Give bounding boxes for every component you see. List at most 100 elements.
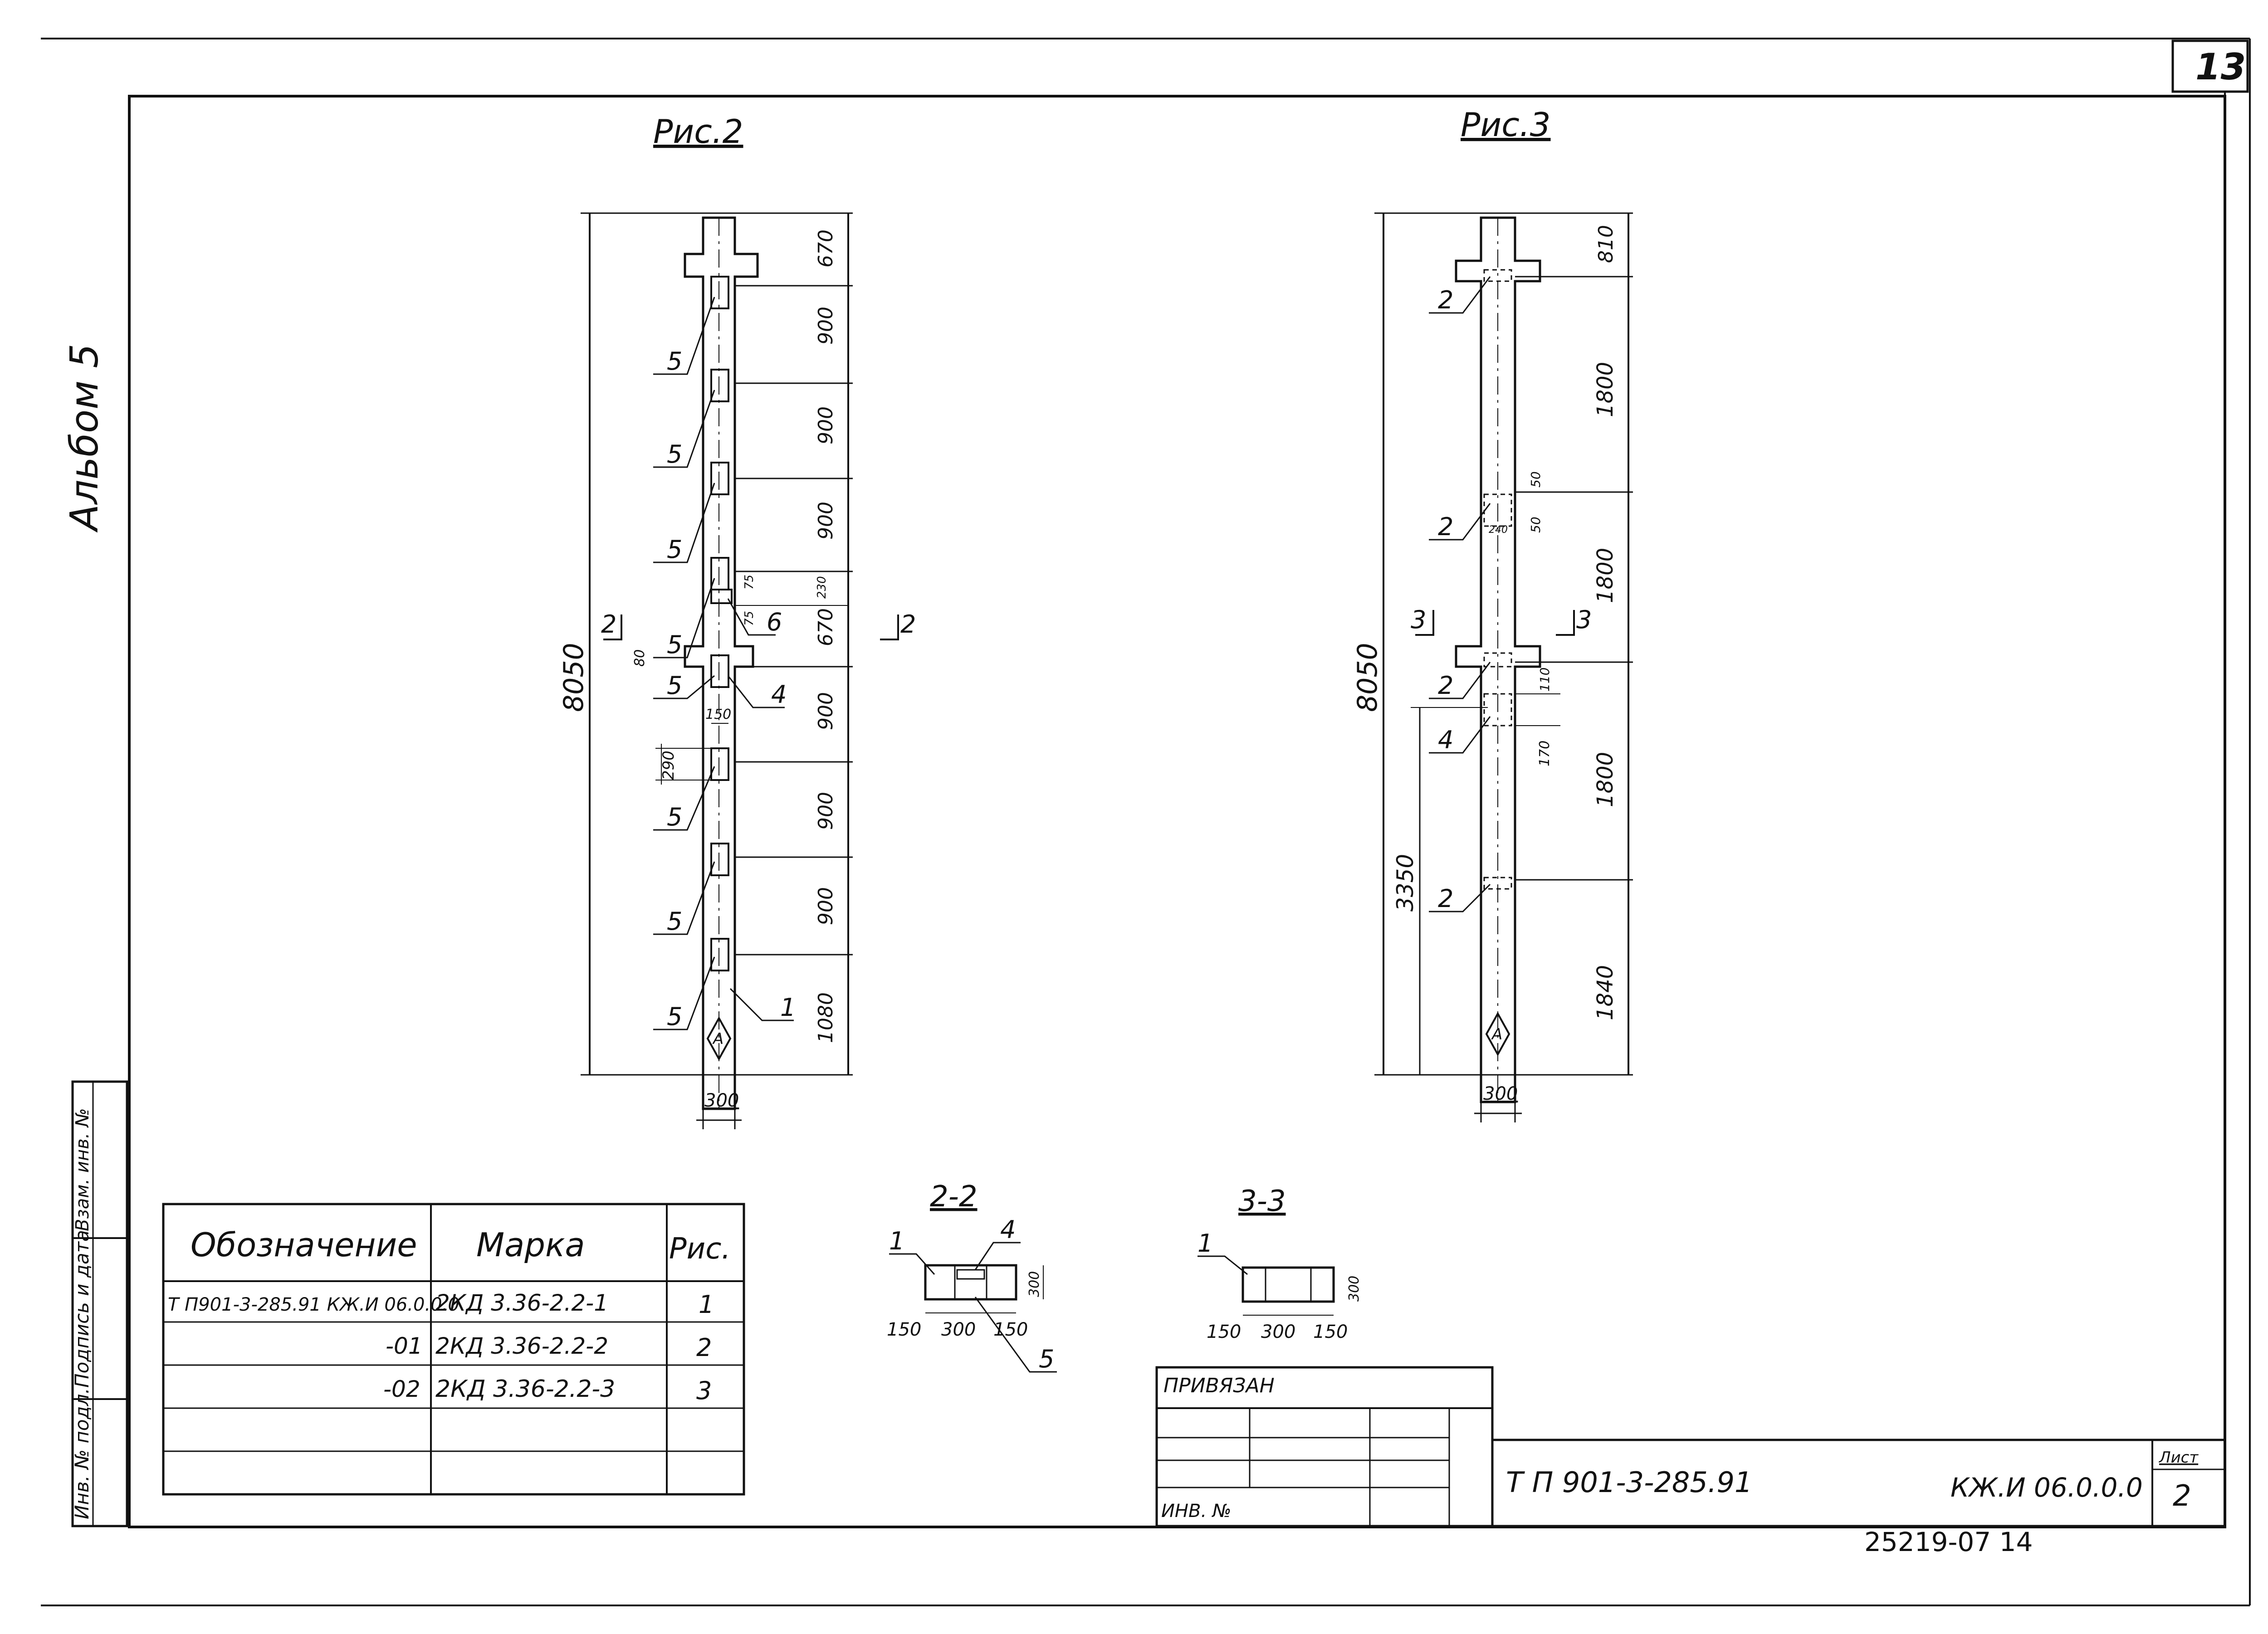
spec-r1-c2: 2 — [696, 1333, 712, 1362]
section-2-2: 2-2 1 4 5 150 300 150 300 — [887, 1180, 1057, 1373]
fig3-mark-a: А — [1491, 1025, 1502, 1044]
fig3-part-2-a: 2 — [1438, 286, 1453, 314]
stamp-list-no: 2 — [2173, 1479, 2191, 1513]
fig3-dim-110: 110 — [1537, 668, 1552, 692]
fig3-dim-50a: 50 — [1528, 471, 1543, 488]
fig2-dim-290: 290 — [660, 751, 678, 780]
sec33-dim-a: 150 — [1207, 1322, 1241, 1342]
fig2-title: Рис.2 — [653, 112, 743, 151]
spec-table — [162, 1203, 745, 1496]
sec22-dim-a: 150 — [887, 1319, 921, 1340]
fig3-seg-0: 810 — [1594, 225, 1618, 263]
spec-r1-c1: 2КД 3.36-2.2-2 — [435, 1333, 608, 1359]
sec22-label-4: 4 — [1000, 1215, 1016, 1244]
spec-r0-c0: Т П901-3-285.91 КЖ.И 06.0.0.0 — [168, 1294, 459, 1315]
fig2-part-4: 4 — [771, 680, 787, 709]
spec-r1-c0: -01 — [386, 1333, 423, 1359]
fig3-width: 300 — [1483, 1083, 1518, 1104]
fig2-seg-8: 1080 — [814, 992, 837, 1043]
fig2-seg-2: 900 — [814, 406, 837, 444]
fig2-seg-3: 900 — [814, 502, 837, 540]
fig3-part-2-d: 2 — [1438, 884, 1453, 913]
fig2-part-5-h: 5 — [667, 1002, 682, 1031]
strip-inv-podl: Инв. № подл. — [71, 1388, 93, 1519]
sec33-title: 3-3 — [1238, 1185, 1286, 1218]
fig2-part-5-a: 5 — [667, 347, 682, 376]
fig2-part-5-c: 5 — [667, 535, 682, 564]
fig2-part-5-e: 5 — [667, 671, 682, 700]
title-block — [1155, 1366, 2226, 1527]
sec33-dim-h: 300 — [1346, 1276, 1362, 1302]
fig2-seg-1: 900 — [814, 307, 837, 345]
fig3-seg-3: 1800 — [1593, 752, 1618, 807]
fig3-section-right: 3 — [1576, 605, 1592, 634]
fig2-part-5-g: 5 — [667, 907, 682, 936]
fig2-seg-6: 900 — [814, 792, 837, 830]
spec-r2-c2: 3 — [696, 1376, 712, 1405]
sec22-dim-b: 300 — [941, 1319, 976, 1340]
fig2-small-230: 230 — [815, 576, 829, 599]
sheet-number: 13 — [2195, 46, 2246, 88]
sec22-title: 2-2 — [930, 1180, 978, 1214]
fig2-seg-0: 670 — [814, 229, 837, 268]
fig2-part-6: 6 — [767, 608, 782, 636]
footer-number: 25219-07 14 — [1864, 1527, 2033, 1557]
fig3-dim-50b: 50 — [1528, 517, 1543, 533]
figure-2: Рис.2 А 8050 300 67 — [558, 112, 916, 1129]
fig3-title: Рис.3 — [1461, 106, 1551, 144]
sec33-label-1: 1 — [1198, 1229, 1213, 1258]
stamp-mark: КЖ.И 06.0.0.0 — [1950, 1472, 2143, 1503]
fig3-seg-4: 1840 — [1593, 965, 1618, 1020]
spec-r0-c1: 2КД 3.36-2.2-1 — [435, 1290, 608, 1316]
fig2-section-right: 2 — [900, 610, 916, 639]
fig2-part-5-b: 5 — [667, 440, 682, 468]
spec-header-mark: Марка — [476, 1226, 585, 1264]
sec22-label-1: 1 — [889, 1227, 904, 1255]
fig3-part-2-b: 2 — [1438, 512, 1453, 541]
fig2-seg-7: 900 — [814, 887, 837, 925]
fig2-total-height: 8050 — [558, 643, 590, 712]
page-frame — [41, 38, 2251, 1606]
fig2-mark-a: А — [712, 1030, 723, 1048]
stamp-inv-no: ИНВ. № — [1161, 1501, 1231, 1522]
sec22-label-5: 5 — [1039, 1345, 1054, 1373]
fig3-part-4: 4 — [1438, 726, 1453, 754]
fig2-section-left: 2 — [601, 610, 616, 639]
fig2-width: 300 — [704, 1090, 739, 1111]
sec33-dim-c: 150 — [1313, 1322, 1348, 1342]
fig2-small-75b: 75 — [743, 611, 756, 626]
sec33-dim-b: 300 — [1261, 1322, 1295, 1342]
sec22-dim-h: 300 — [1026, 1271, 1042, 1297]
spec-r0-c2: 1 — [699, 1290, 714, 1319]
spec-r2-c1: 2КД 3.36-2.2-3 — [435, 1375, 615, 1403]
fig2-part-5-d: 5 — [667, 630, 682, 659]
figure-3: Рис.3 А 8050 3350 300 810 1800 1800 — [1352, 106, 1633, 1122]
fig3-part-2-c: 2 — [1438, 671, 1453, 700]
spec-header-designation: Обозначение — [191, 1226, 417, 1264]
fig3-seg-1: 1800 — [1593, 362, 1618, 417]
stamp-list-label: Лист — [2158, 1449, 2199, 1467]
section-3-3: 3-3 1 150 300 150 300 — [1198, 1185, 1362, 1342]
fig2-part-1: 1 — [780, 993, 796, 1022]
stamp-code: Т П 901-3-285.91 — [1506, 1466, 1752, 1499]
fig3-dim-170: 170 — [1537, 741, 1553, 766]
fig3-dim-3350: 3350 — [1392, 854, 1418, 912]
strip-podpis: Подпись и дата — [71, 1230, 93, 1388]
fig2-part-5-f: 5 — [667, 803, 682, 831]
fig3-total-height: 8050 — [1352, 643, 1383, 712]
fig3-section-left: 3 — [1411, 605, 1426, 634]
spec-r2-c0: -02 — [383, 1376, 420, 1402]
fig2-small-75a: 75 — [743, 575, 756, 590]
spec-header-fig: Рис. — [669, 1232, 731, 1266]
left-strip — [71, 1080, 128, 1527]
fig2-seg-4: 670 — [814, 608, 837, 646]
stamp-privyazan: ПРИВЯЗАН — [1163, 1374, 1275, 1397]
fig3-seg-2: 1800 — [1593, 548, 1618, 603]
fig2-dim-80: 80 — [632, 649, 648, 667]
album-label: Альбом 5 — [62, 344, 107, 533]
fig2-seg-5: 900 — [814, 692, 837, 730]
sec22-dim-c: 150 — [993, 1319, 1028, 1340]
fig2-dim-150: 150 — [705, 707, 731, 722]
fig3-dim-240: 240 — [1489, 524, 1508, 536]
